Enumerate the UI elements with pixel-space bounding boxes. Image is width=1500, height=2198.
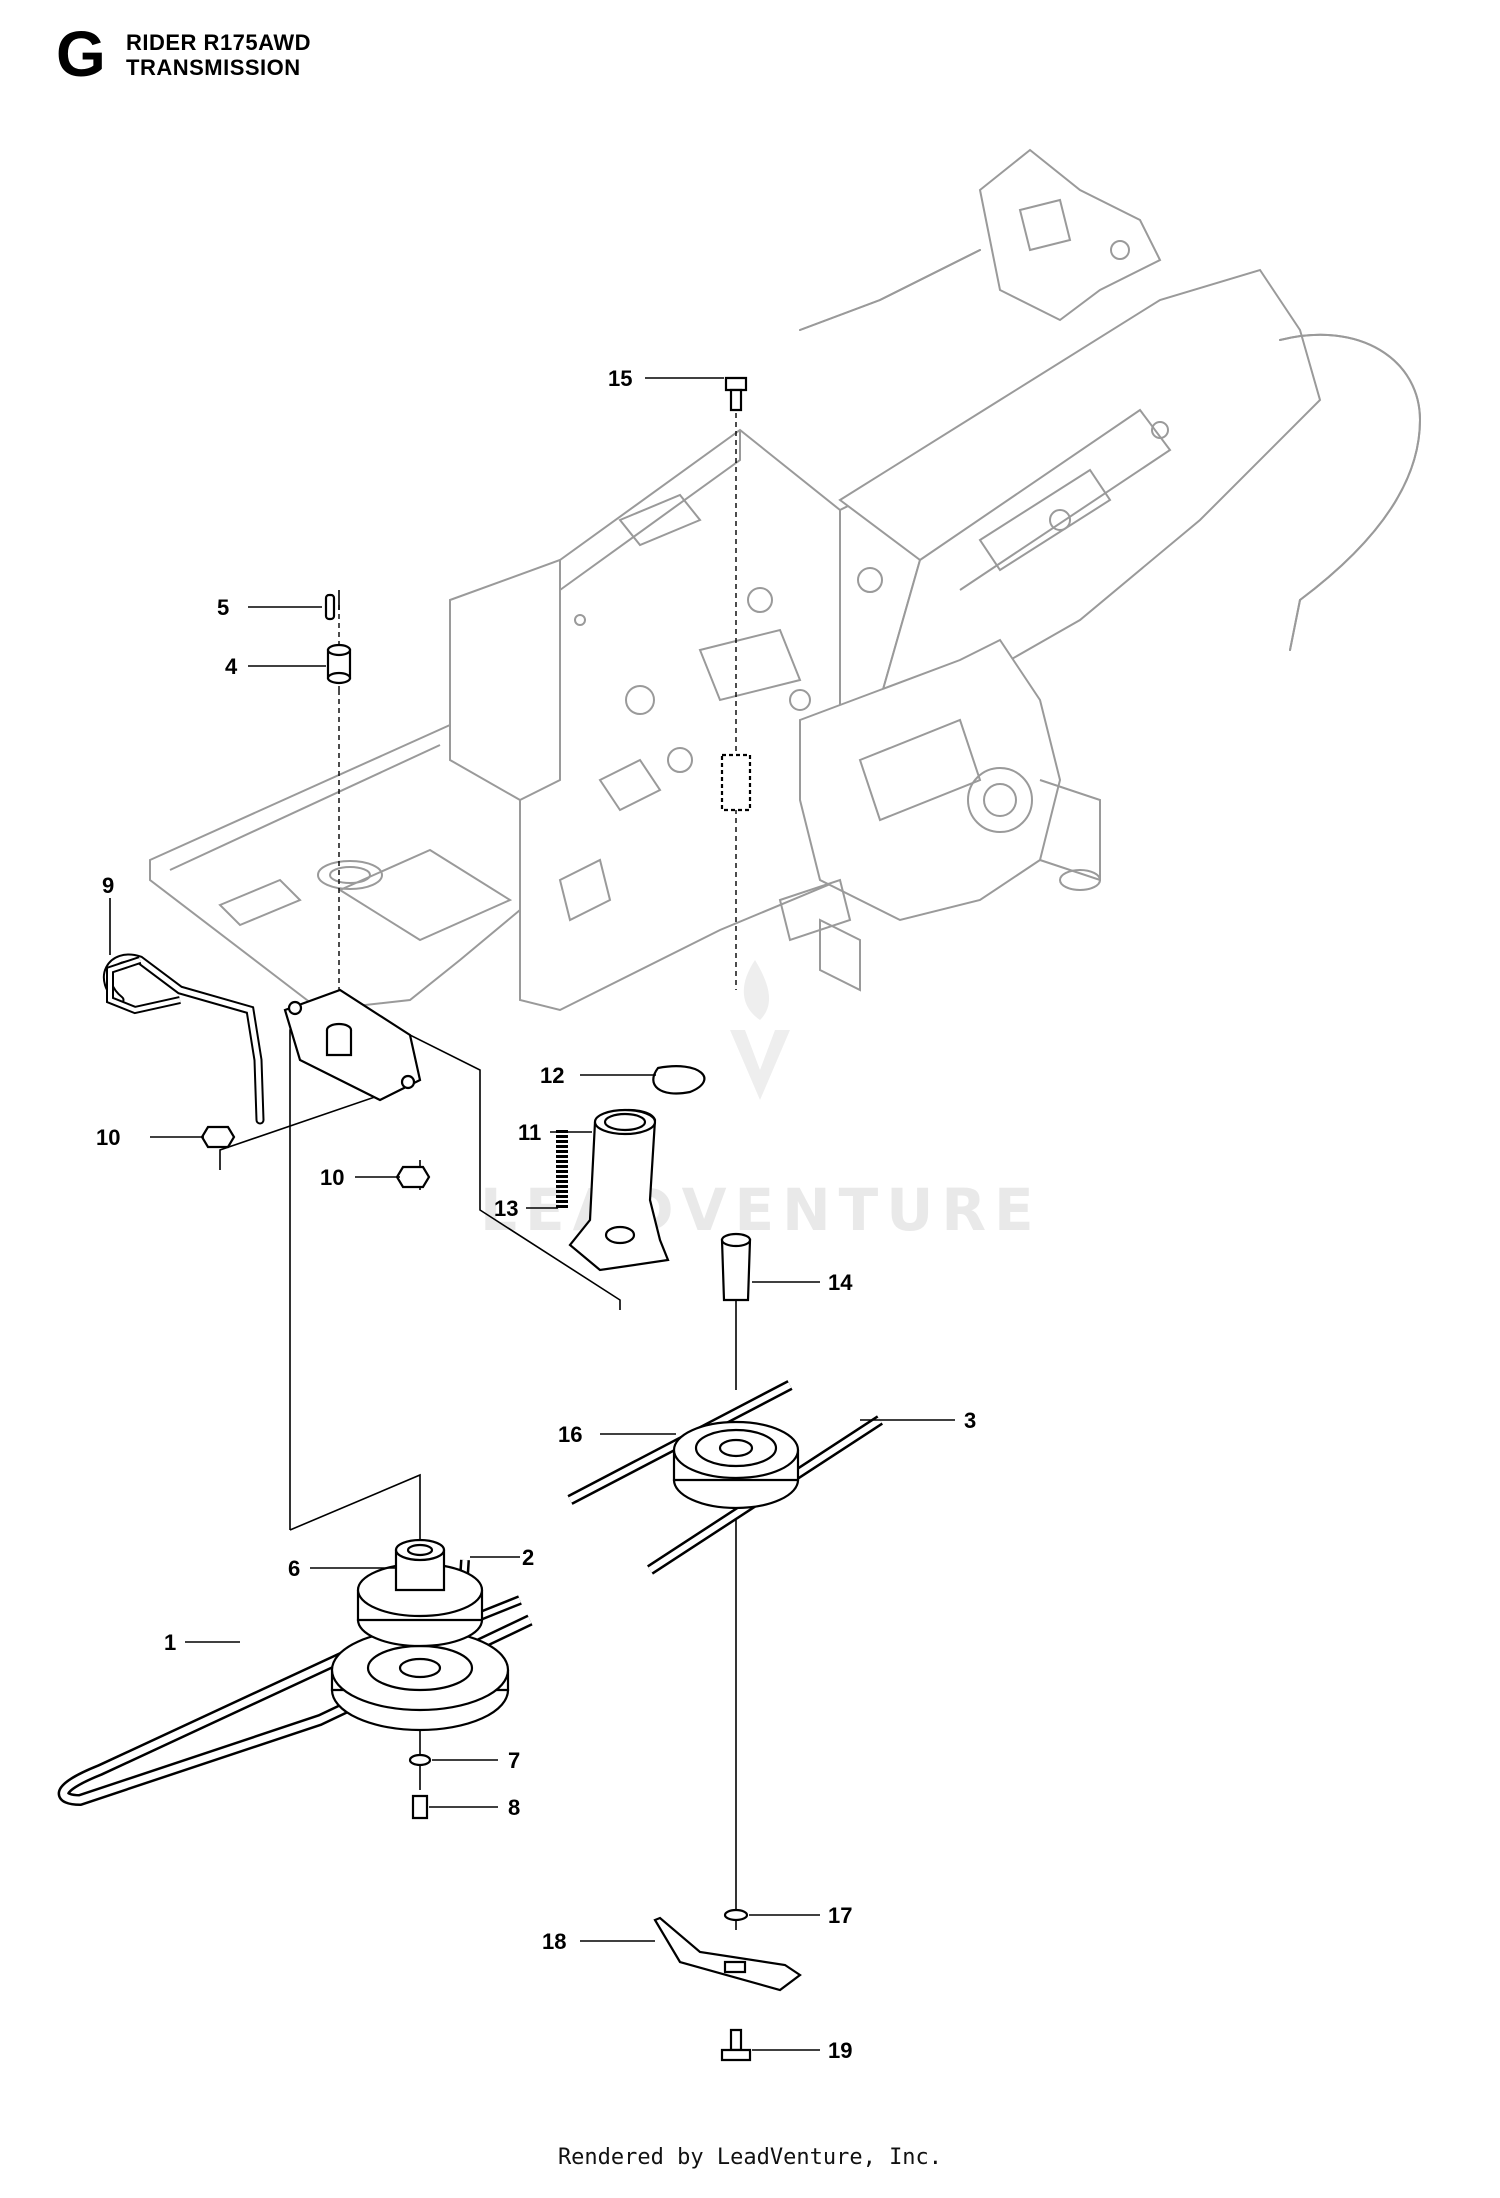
callout-10-right: 10 [320,1165,344,1190]
watermark-text: LEADVENTURE [480,1176,1042,1244]
callout-4: 4 [225,654,238,679]
part-8-bolt [411,1794,429,1820]
callout-11: 11 [518,1120,541,1145]
callout-14: 14 [828,1270,853,1295]
part-4-spacer [326,643,352,685]
frame-tube-top [799,249,981,331]
footer-credit: Rendered by LeadVenture, Inc. [557,2145,943,2170]
part-1-belt [57,1614,533,1806]
section-letter: G [56,18,106,90]
section-title: TRANSMISSION [126,55,301,80]
part-6-pulley [330,1538,510,1732]
leader-lines [109,377,955,2051]
transaxle-bracket [799,638,1062,922]
part-19-bolt [720,2028,752,2062]
chassis-frame [149,148,1422,1012]
watermark: LEADVENTURE [480,960,1042,1244]
part-14-bushing [720,1232,752,1302]
callout-2: 2 [522,1545,534,1570]
callout-9: 9 [102,873,114,898]
callout-3: 3 [964,1408,976,1433]
part-5-pin [324,593,336,621]
model-title: RIDER R175AWD [126,30,311,55]
part-12-clip [652,1065,706,1095]
part-10-nut-a [200,1125,236,1149]
idler-bracket [283,988,422,1102]
callout-7: 7 [508,1748,520,1773]
callout-8: 8 [508,1795,520,1820]
callout-19: 19 [828,2038,852,2063]
callout-5: 5 [217,595,229,620]
part-10-nut-b [395,1165,431,1189]
callout-1: 1 [164,1630,176,1655]
part-17-washer [723,1908,749,1922]
callout-17: 17 [828,1903,852,1928]
callout-13: 13 [494,1196,518,1221]
callout-15: 15 [608,366,632,391]
frame-bushing [720,753,752,812]
part-15-bolt [724,376,748,412]
part-9-rod [103,953,265,1125]
part-18-bracket [653,1916,802,1992]
watermark-flame [743,960,770,1020]
rear-frame [838,268,1322,701]
callout-6: 6 [288,1556,300,1581]
part-7-washer [408,1753,432,1767]
callout-12: 12 [540,1063,564,1088]
part-16-pulley [672,1420,800,1510]
callout-10-left: 10 [96,1125,120,1150]
part-11-idler-arm [568,1108,670,1272]
upper-bracket [978,148,1162,322]
callout-18: 18 [542,1929,566,1954]
callout-16: 16 [558,1422,582,1447]
tunnel-box [449,428,841,1012]
callouts: 15 5 4 9 12 11 10 10 13 14 16 3 2 6 1 7 … [96,366,976,2063]
watermark-logo [730,1030,790,1100]
